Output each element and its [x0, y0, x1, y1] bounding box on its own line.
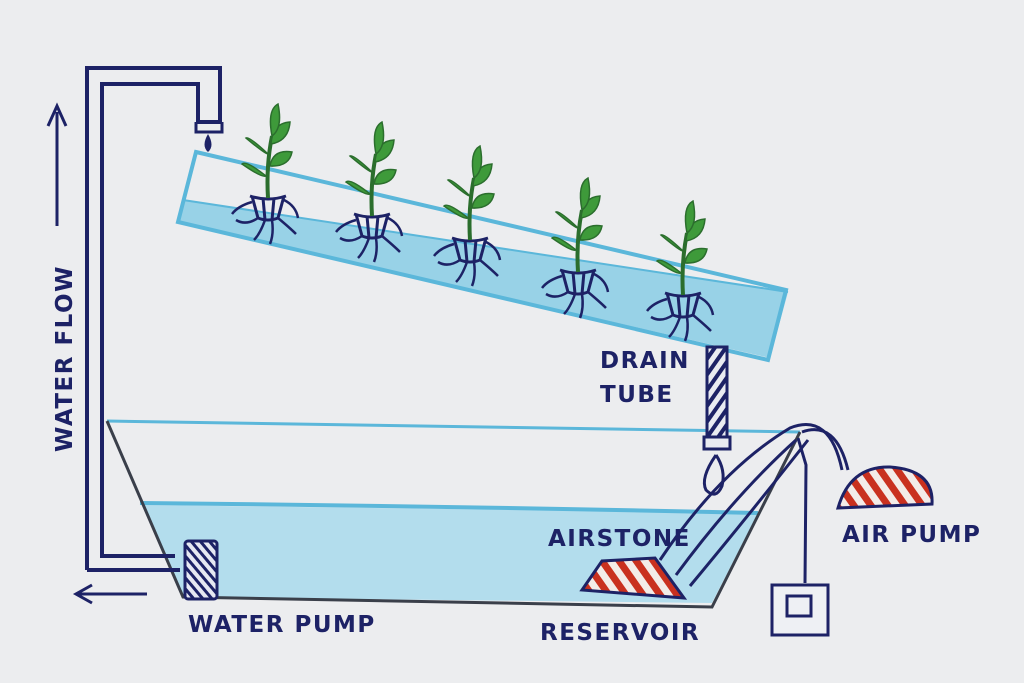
- water-flow-up-arrow-icon: [46, 102, 68, 226]
- reservoir-water-surface: [139, 501, 759, 515]
- reservoir-label: RESERVOIR: [540, 620, 700, 646]
- plant-seedling: [335, 120, 404, 263]
- water-pipe: [85, 66, 224, 572]
- water-flow-left-arrow-icon: [72, 583, 147, 605]
- water-pump: [183, 539, 219, 601]
- drain-label: DRAIN: [600, 348, 690, 374]
- airstone: [579, 556, 688, 600]
- water-flow-label: WATER FLOW: [52, 265, 78, 452]
- air-pump: [835, 465, 934, 510]
- plant-seedling: [231, 102, 300, 245]
- air-pump-label: AIR PUMP: [842, 522, 981, 548]
- channel-water: [177, 200, 788, 358]
- grow-channel: [175, 149, 789, 363]
- plant-seedling: [541, 176, 610, 319]
- air-tubing: [658, 423, 850, 587]
- plant-seedling: [646, 199, 715, 342]
- reservoir-outline: [105, 420, 802, 609]
- water-pump-label: WATER PUMP: [188, 612, 376, 638]
- channel-outline: [175, 149, 789, 363]
- airstone-label: AIRSTONE: [548, 526, 691, 552]
- drain-drip: [702, 454, 725, 496]
- plant-seedling: [433, 144, 502, 287]
- tube-label: TUBE: [600, 382, 674, 408]
- plants: [231, 102, 715, 342]
- power-switch-box: [770, 583, 830, 637]
- water-drop-icon: [204, 134, 212, 152]
- reservoir-rim: [106, 419, 801, 434]
- power-cord: [796, 437, 808, 584]
- drain-tube: [702, 345, 732, 496]
- pipe-nozzle: [194, 122, 224, 134]
